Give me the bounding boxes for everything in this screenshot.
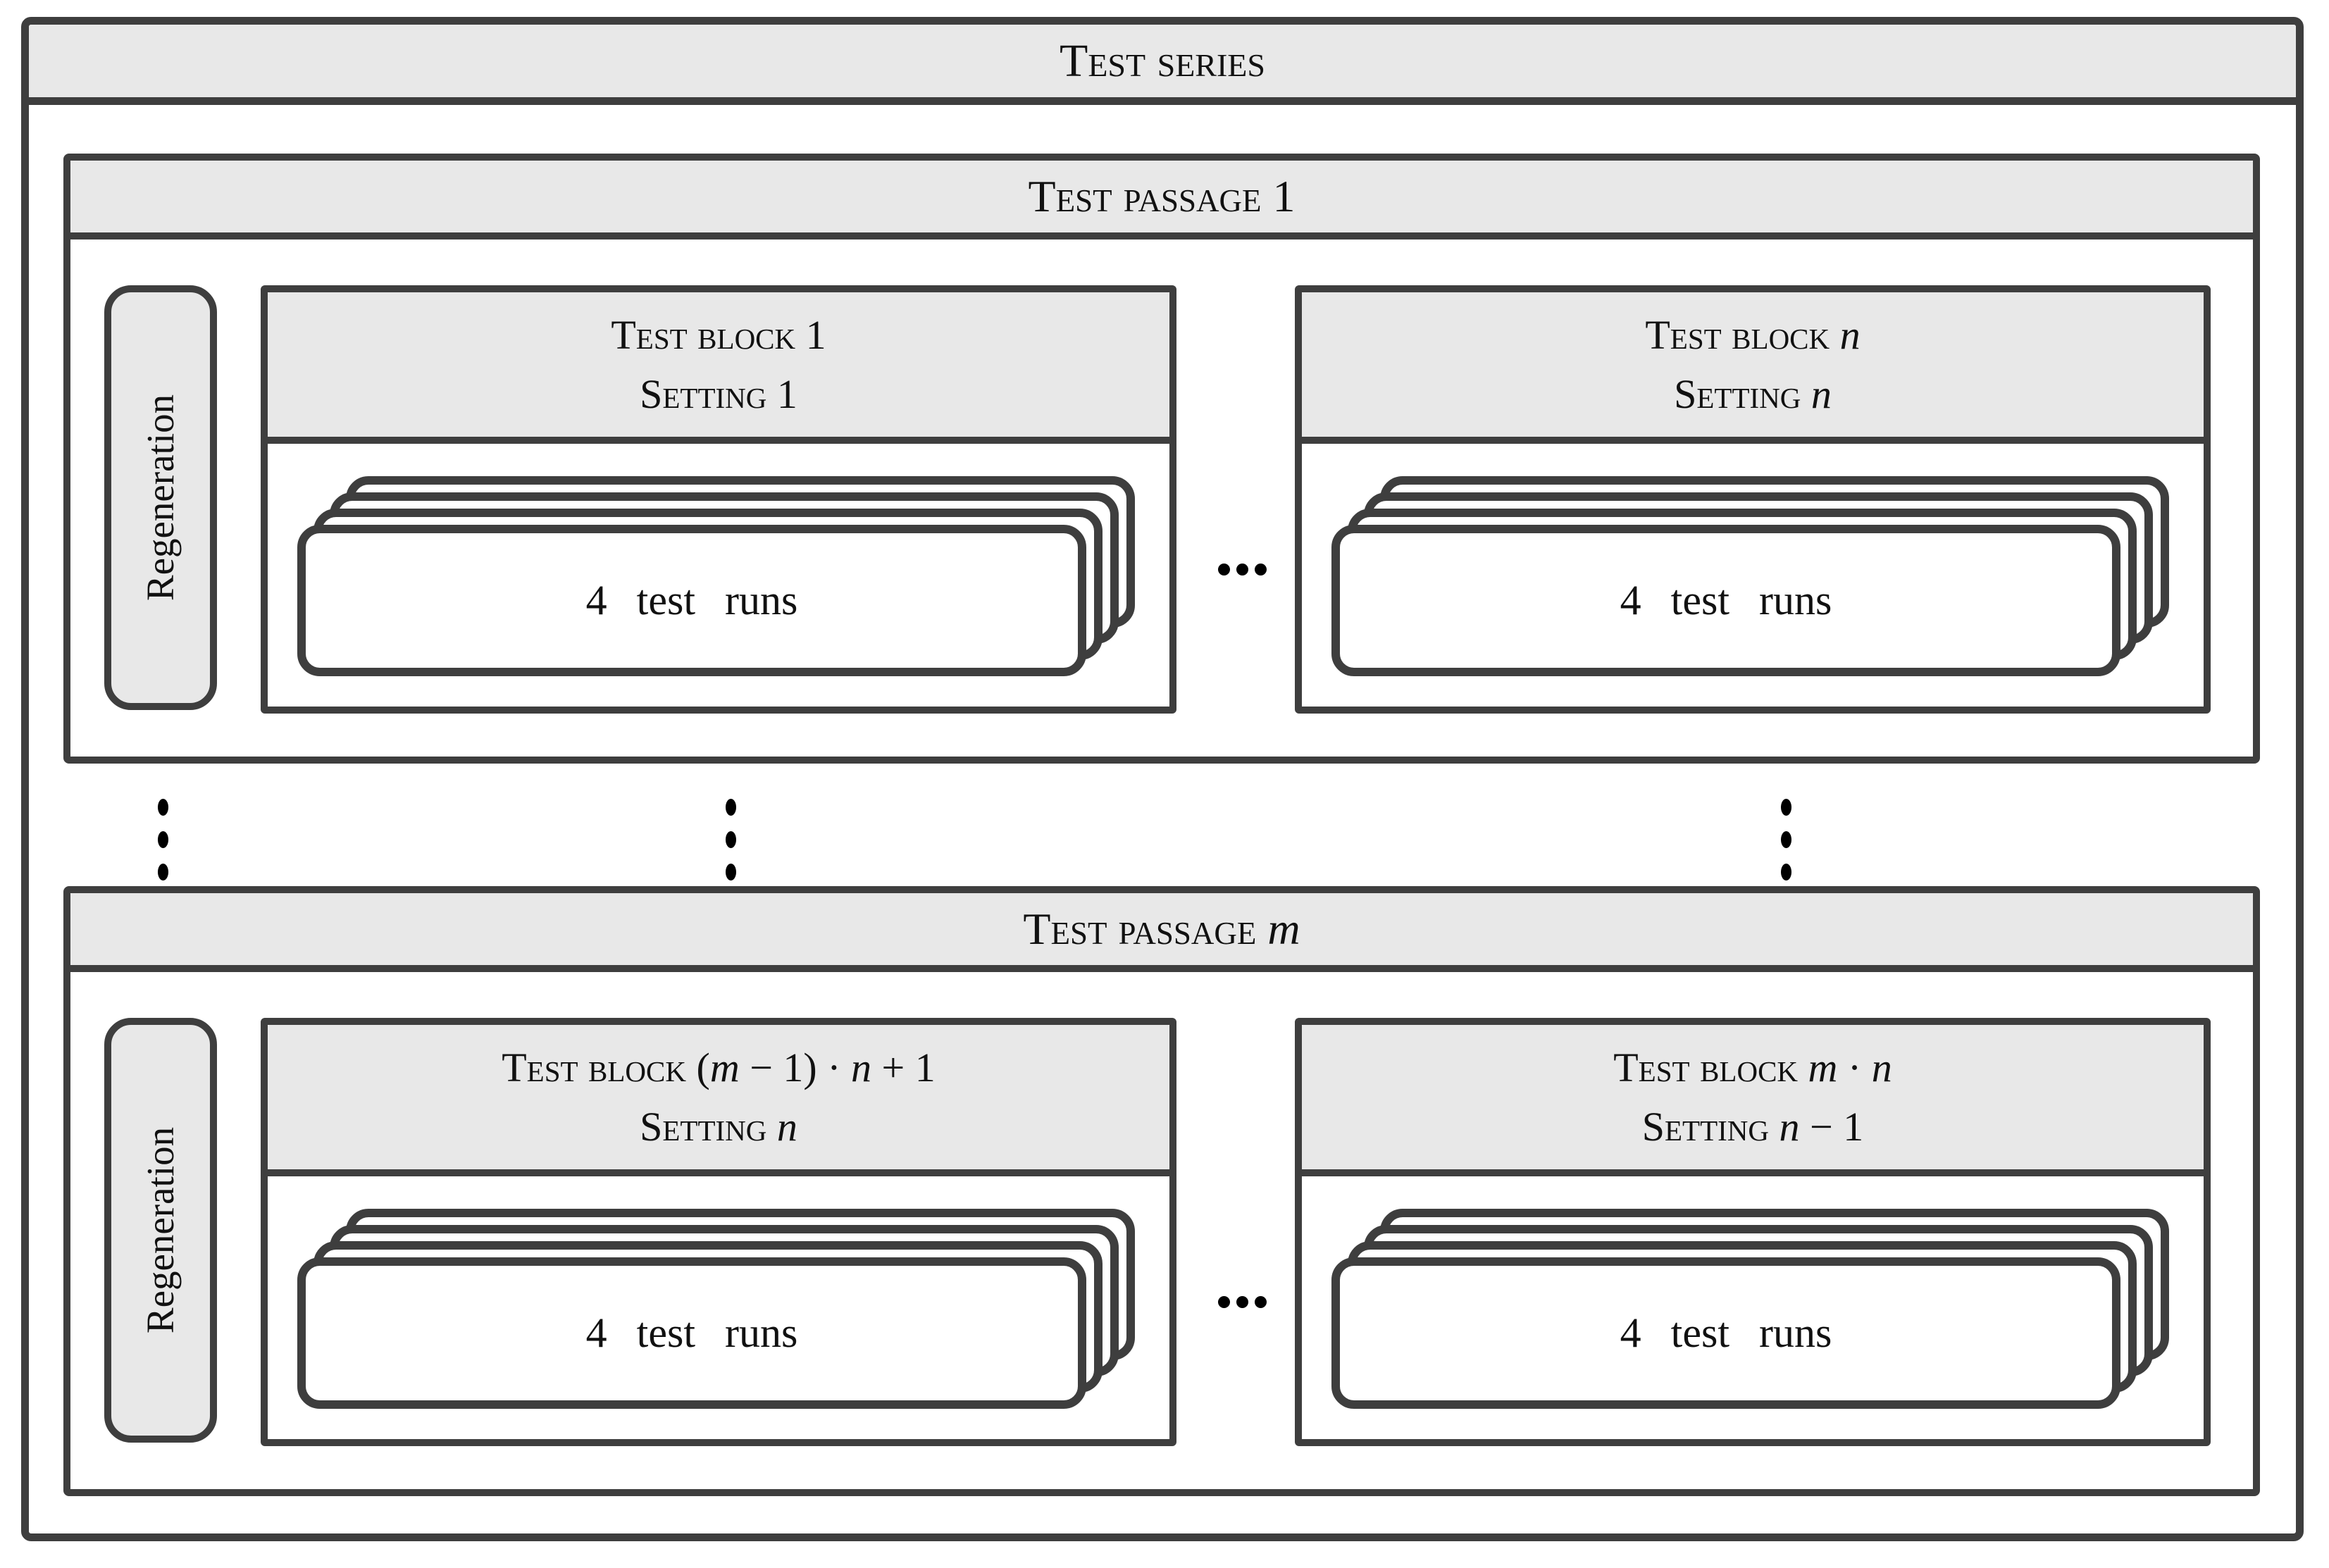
test-passage-m-header: Test passage m: [70, 893, 2253, 972]
test-run-card: 4 test runs: [1331, 525, 2120, 676]
test-block-m1n1-title: Test block (m − 1) · n + 1: [502, 1044, 936, 1090]
test-runs-label: 4 test runs: [1620, 1309, 1832, 1356]
test-passage-m-title: Test passage m: [1023, 904, 1300, 954]
test-passage-1-title: Test passage 1: [1028, 171, 1296, 221]
test-block-mn-title: Test block m · n: [1613, 1044, 1892, 1090]
test-run-card: 4 test runs: [297, 525, 1086, 676]
regeneration-label: Regeneration: [139, 1126, 182, 1334]
test-block-m1n1-header: Test block (m − 1) · n + 1 Setting n: [268, 1025, 1169, 1176]
test-passage-1-box: Test passage 1 Regeneration Test block 1…: [63, 154, 2260, 764]
test-block-1-header: Test block 1 Setting 1: [268, 292, 1169, 444]
test-block-m1n1-box: Test block (m − 1) · n + 1 Setting n 4 t…: [261, 1018, 1176, 1446]
test-run-card: 4 test runs: [1331, 1257, 2120, 1409]
test-block-m1n1-setting: Setting n: [640, 1103, 797, 1150]
vertical-ellipsis-icon: [1781, 799, 1791, 881]
test-block-mn-header: Test block m · n Setting n − 1: [1302, 1025, 2204, 1176]
test-run-card: 4 test runs: [297, 1257, 1086, 1409]
test-block-1-content: 4 test runs: [268, 444, 1169, 699]
test-runs-label: 4 test runs: [585, 577, 798, 623]
test-passage-1-header: Test passage 1: [70, 161, 2253, 239]
test-block-1-box: Test block 1 Setting 1 4 test runs: [261, 285, 1176, 714]
test-block-m1n1-content: 4 test runs: [268, 1176, 1169, 1432]
vertical-ellipsis-icon: [158, 799, 168, 881]
test-block-n-box: Test block n Setting n 4 test runs: [1295, 285, 2211, 714]
vertical-ellipsis-icon: [726, 799, 736, 881]
regeneration-label: Regeneration: [139, 394, 182, 602]
test-block-1-setting: Setting 1: [640, 371, 797, 417]
test-block-1-title: Test block 1: [611, 311, 826, 358]
test-block-mn-content: 4 test runs: [1302, 1176, 2204, 1432]
test-block-n-setting: Setting n: [1674, 371, 1832, 417]
regeneration-pill: Regeneration: [104, 285, 217, 710]
test-runs-label: 4 test runs: [1620, 577, 1832, 623]
test-block-n-header: Test block n Setting n: [1302, 292, 2204, 444]
test-passage-m-box: Test passage m Regeneration Test block (…: [63, 886, 2260, 1496]
test-block-n-title: Test block n: [1645, 311, 1861, 358]
test-series-title: Test series: [1060, 35, 1265, 87]
horizontal-ellipsis-icon: [1218, 564, 1267, 575]
test-series-header: Test series: [29, 25, 2296, 105]
test-runs-label: 4 test runs: [585, 1309, 798, 1356]
regeneration-pill: Regeneration: [104, 1018, 217, 1443]
test-block-mn-setting: Setting n − 1: [1641, 1103, 1864, 1150]
horizontal-ellipsis-icon: [1218, 1296, 1267, 1308]
test-block-mn-box: Test block m · n Setting n − 1 4 test ru…: [1295, 1018, 2211, 1446]
test-block-n-content: 4 test runs: [1302, 444, 2204, 699]
